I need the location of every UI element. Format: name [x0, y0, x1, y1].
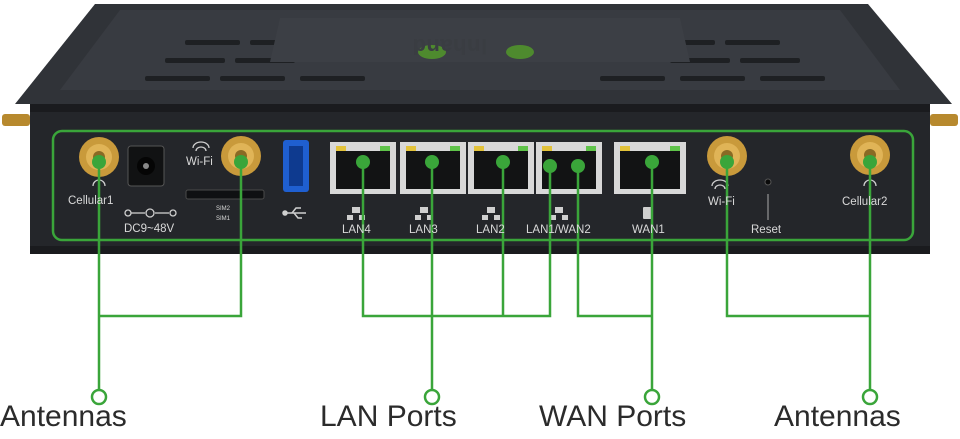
usb-port — [283, 140, 309, 192]
sim-slot — [185, 189, 265, 200]
label-cellular2: Cellular2 — [842, 196, 888, 208]
logo-mark — [418, 45, 446, 59]
highlight-frame — [51, 129, 915, 242]
label-lan4: LAN4 — [342, 224, 371, 236]
callout-antennas-left: Antennas — [0, 400, 127, 433]
reset-button — [764, 178, 772, 186]
label-wan1: WAN1 — [632, 224, 665, 236]
callout-wan-ports: WAN Ports — [539, 400, 687, 433]
label-wifi-left: Wi-Fi — [186, 156, 213, 168]
side-antenna-right — [930, 114, 958, 126]
label-lan3: LAN3 — [409, 224, 438, 236]
callout-antennas-right: Antennas — [774, 400, 901, 433]
label-sim2: SIM2 — [216, 206, 231, 212]
label-cellular1: Cellular1 — [68, 195, 114, 207]
callout-dots — [92, 155, 877, 173]
dc-power-jack — [127, 145, 165, 187]
side-antenna-left — [2, 114, 30, 126]
logo-plate — [270, 18, 690, 62]
label-lan2: LAN2 — [476, 224, 505, 236]
label-wifi-right: Wi-Fi — [708, 196, 735, 208]
label-sim1: SIM1 — [216, 216, 231, 222]
label-reset: Reset — [751, 224, 782, 236]
network-icons — [347, 207, 653, 220]
signal-icons — [92, 141, 877, 190]
usb-icon — [282, 207, 306, 219]
label-power: DC9~48V — [124, 223, 175, 235]
callout-end-rings — [90, 388, 879, 406]
label-lan1-wan2: LAN1/WAN2 — [526, 224, 591, 236]
callout-lan-ports: LAN Ports — [320, 400, 457, 433]
callout-lines — [97, 162, 872, 390]
polarity-icon — [124, 208, 177, 218]
brand-logo: Inhand — [412, 34, 488, 59]
